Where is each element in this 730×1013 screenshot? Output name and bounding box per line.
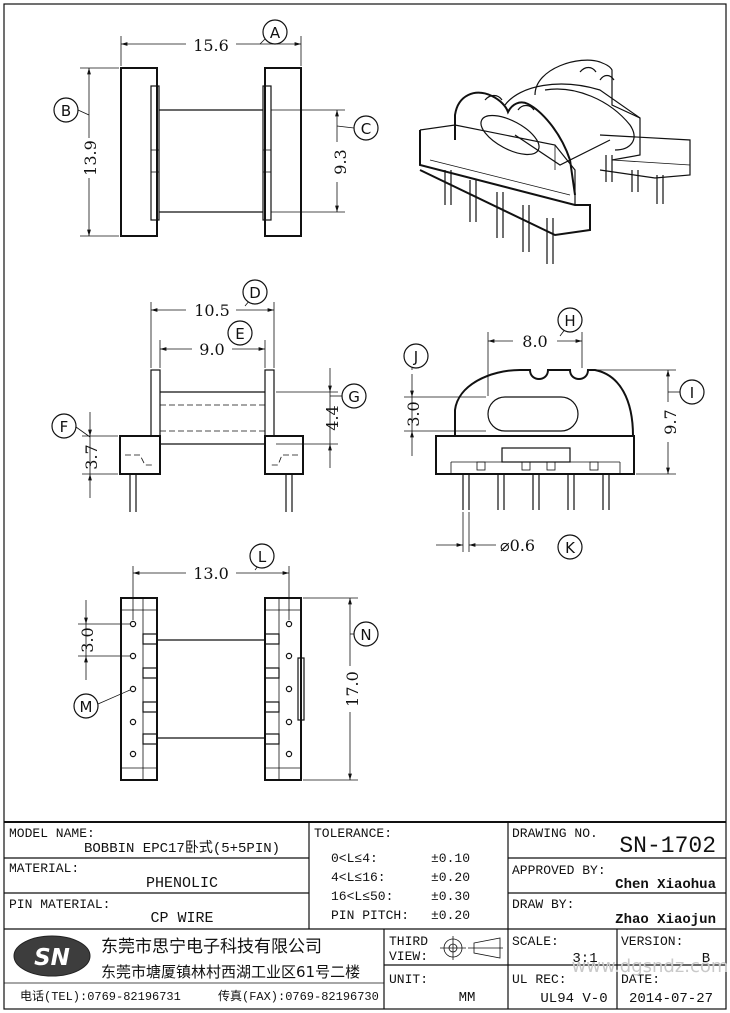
sheet-border	[3, 3, 727, 1010]
balloon-n	[353, 621, 379, 647]
dim-k-value: ⌀0.6	[500, 536, 535, 555]
bottom-view: 13.0 3.0 17.0	[78, 564, 362, 781]
balloon-h	[557, 307, 583, 333]
tolerance-label: TOLERANCE:	[314, 826, 392, 841]
top-view: 15.6 13.9 9.3	[80, 34, 350, 237]
balloon-g-label: G	[348, 388, 360, 406]
company-name: 东莞市思宁电子科技有限公司	[101, 937, 322, 957]
dim-h-value: 8.0	[522, 332, 547, 351]
date: 2014-07-27	[629, 991, 713, 1007]
model-name-label: MODEL NAME:	[9, 826, 95, 841]
drawing-no-label: DRAWING NO.	[512, 826, 598, 841]
balloon-i	[679, 379, 705, 405]
balloon-j	[403, 343, 429, 369]
balloon-l-label: L	[258, 548, 267, 566]
isometric-view	[419, 59, 691, 264]
company-logo	[13, 935, 91, 977]
tolerance-range-1: 0<L≤4:	[331, 851, 378, 866]
company-tel: 电话(TEL):0769-82196731	[20, 989, 181, 1004]
dim-j-value: 3.0	[404, 401, 423, 426]
approved-by-label: APPROVED BY:	[512, 863, 606, 878]
dim-i-value: 9.7	[661, 409, 680, 434]
tolerance-value-1: ±0.10	[431, 851, 470, 866]
balloon-k	[557, 534, 583, 560]
company-logo-text: SN	[34, 945, 70, 971]
unit: MM	[459, 990, 476, 1006]
ul-rec-label: UL REC:	[512, 972, 567, 987]
watermark: www.dgsndz.com	[572, 956, 729, 977]
balloon-j-label: J	[413, 348, 418, 366]
balloon-h-label: H	[564, 312, 575, 330]
scale-label: SCALE:	[512, 934, 559, 949]
side-view: 8.0 9.7 3.0 ⌀0.6	[404, 332, 680, 555]
dim-g-value: 4.4	[323, 405, 342, 430]
company-address: 东莞市塘厦镇林村西湖工业区61号二楼	[101, 963, 360, 981]
dim-f-value: 3.7	[82, 444, 101, 469]
dim-b-value: 13.9	[81, 140, 100, 176]
balloon-i-label: I	[690, 384, 694, 402]
balloon-m-label: M	[80, 698, 93, 716]
tolerance-range-3: 16<L≤50:	[331, 889, 393, 904]
material-label: MATERIAL:	[9, 861, 79, 876]
version: B	[702, 951, 710, 967]
version-label: VERSION:	[621, 934, 683, 949]
balloon-d	[242, 279, 268, 305]
balloon-f	[51, 413, 77, 439]
draw-by: Zhao Xiaojun	[615, 912, 716, 928]
tolerance-range-4: PIN PITCH:	[331, 908, 409, 923]
balloons: A B C D E F G H I J K L M	[51, 19, 705, 719]
balloon-k-label: K	[565, 539, 576, 557]
scale: 3:1	[572, 951, 597, 967]
balloon-n-label: N	[360, 626, 371, 644]
drawing-no: SN-1702	[619, 833, 716, 859]
balloon-a-label: A	[270, 24, 281, 42]
balloon-c-label: C	[361, 120, 371, 138]
dim-n-value: 17.0	[343, 671, 362, 707]
tolerance-value-3: ±0.30	[431, 889, 470, 904]
date-label: DATE:	[621, 972, 660, 987]
balloon-l	[249, 543, 275, 569]
third-view-label-2: VIEW:	[389, 949, 428, 964]
dim-l-value: 13.0	[193, 564, 229, 583]
tolerance-range-2: 4<L≤16:	[331, 870, 386, 885]
balloon-g	[341, 383, 367, 409]
balloon-m	[73, 693, 99, 719]
balloon-c	[353, 115, 379, 141]
tolerance-value-4: ±0.20	[431, 908, 470, 923]
company-fax: 传真(FAX):0769-82196730	[218, 988, 379, 1004]
balloon-e-label: E	[235, 325, 244, 343]
third-view-label: THIRD	[389, 934, 428, 949]
balloon-b-label: B	[61, 102, 71, 120]
material: PHENOLIC	[146, 875, 218, 892]
dim-d-value: 10.5	[194, 301, 230, 320]
dim-e-value: 9.0	[199, 340, 224, 359]
unit-label: UNIT:	[389, 972, 428, 987]
draw-by-label: DRAW BY:	[512, 897, 574, 912]
balloon-d-label: D	[249, 284, 261, 302]
dim-c-value: 9.3	[331, 149, 350, 174]
dim-m-value: 3.0	[78, 627, 97, 652]
model-name: BOBBIN EPC17卧式(5+5PIN)	[84, 840, 280, 857]
front-view: 10.5 9.0 3.7 4.4	[82, 300, 342, 512]
balloon-b	[53, 97, 79, 123]
balloon-a	[262, 19, 288, 45]
balloon-f-label: F	[60, 418, 69, 436]
tolerance-value-2: ±0.20	[431, 870, 470, 885]
title-block: MODEL NAME: BOBBIN EPC17卧式(5+5PIN) MATER…	[4, 821, 729, 1009]
pin-material-label: PIN MATERIAL:	[9, 897, 110, 912]
dim-a-value: 15.6	[193, 36, 229, 55]
third-angle-projection-icon	[440, 936, 503, 960]
balloon-e	[227, 320, 253, 346]
pin-material: CP WIRE	[150, 910, 213, 927]
ul-rec: UL94 V-0	[540, 991, 607, 1007]
approved-by: Chen Xiaohua	[615, 877, 716, 893]
